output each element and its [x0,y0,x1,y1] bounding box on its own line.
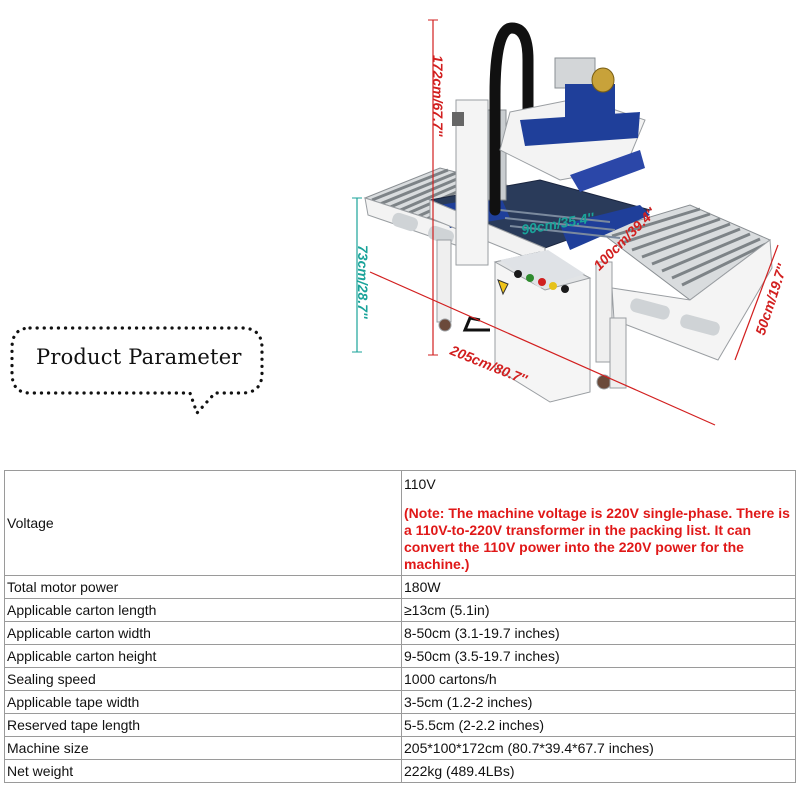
table-height-dimension-label: 73cm/28.7'' [355,245,371,319]
height-dimension-label: 172cm/67.7'' [430,55,446,137]
table-row: Voltage 110V (Note: The machine voltage … [4,470,796,576]
spec-label: Applicable carton length [4,598,402,622]
top-sealing-head [499,57,646,192]
drag-chain-icon [489,22,534,216]
spec-value: 5-5.5cm (2-2.2 inches) [401,713,796,737]
spec-value: 180W [401,575,796,599]
table-row: Applicable carton width 8-50cm (3.1-19.7… [4,621,796,645]
spec-label: Applicable tape width [4,690,402,714]
spec-value: 1000 cartons/h [401,667,796,691]
spec-label: Reserved tape length [4,713,402,737]
speech-bubble-icon [10,326,264,417]
spec-label: Applicable carton width [4,621,402,645]
product-parameter-title: Product Parameter [36,345,242,369]
spec-value: 9-50cm (3.5-19.7 inches) [401,644,796,668]
voltage-value: 110V [404,476,436,492]
right-roller-conveyor [598,204,773,389]
spec-label: Net weight [4,759,402,783]
table-row: Net weight 222kg (489.4LBs) [4,759,796,783]
table-row: Reserved tape length 5-5.5cm (2-2.2 inch… [4,713,796,737]
spec-label: Machine size [4,736,402,760]
spec-label: Total motor power [4,575,402,599]
control-cabinet [462,250,592,403]
spec-label: Applicable carton height [4,644,402,668]
product-illustration: Product Parameter 172cm/67.7'' 73cm/28.7… [10,19,790,426]
machine-legs [436,239,613,390]
voltage-note: (Note: The machine voltage is 220V singl… [404,505,790,572]
table-row: Applicable carton height 9-50cm (3.5-19.… [4,644,796,668]
table-row: Applicable tape width 3-5cm (1.2-2 inche… [4,690,796,714]
table-row: Sealing speed 1000 cartons/h [4,667,796,691]
spec-value: ≥13cm (5.1in) [401,598,796,622]
spec-value: 3-5cm (1.2-2 inches) [401,690,796,714]
spec-value: 8-50cm (3.1-19.7 inches) [401,621,796,645]
table-row: Applicable carton length ≥13cm (5.1in) [4,598,796,622]
spec-value: 222kg (489.4LBs) [401,759,796,783]
spec-value-voltage: 110V (Note: The machine voltage is 220V … [401,470,796,576]
spec-table: Voltage 110V (Note: The machine voltage … [4,470,796,783]
spec-value: 205*100*172cm (80.7*39.4*67.7 inches) [401,736,796,760]
table-row: Total motor power 180W [4,575,796,599]
carton-sealer-drawing [10,19,779,426]
spec-label: Voltage [4,470,402,576]
table-row: Machine size 205*100*172cm (80.7*39.4*67… [4,736,796,760]
spec-label: Sealing speed [4,667,402,691]
dimension-lines [352,19,779,426]
